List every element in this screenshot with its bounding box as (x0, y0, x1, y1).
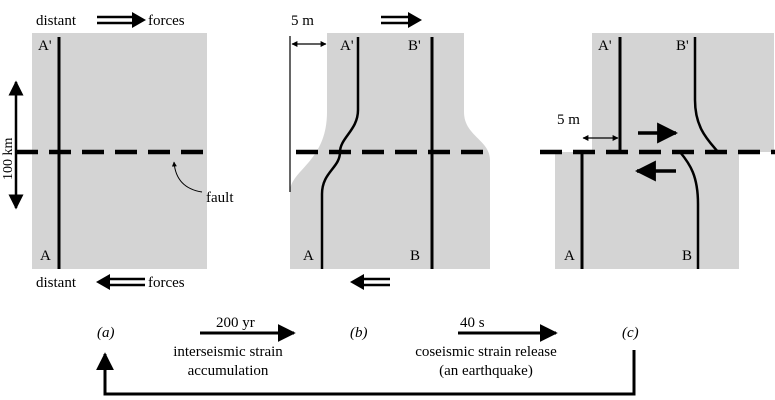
panel-c: A' B' A B 5 m (540, 33, 775, 269)
step2-time: 40 s (460, 315, 485, 331)
step2-line2: (an earthquake) (439, 363, 533, 379)
step1-time: 200 yr (216, 315, 255, 331)
step2-line1: coseismic strain release (415, 344, 557, 360)
crust-block-c-upper (592, 33, 774, 152)
label-a-prime: A' (38, 38, 52, 54)
marker-line-c-b-lower (679, 151, 700, 269)
step1-line1: interseismic strain (173, 344, 283, 360)
left-force-arrow-icon (96, 274, 145, 290)
fault-pointer-arrow-icon (171, 161, 203, 193)
panel-a: A' A distant forces distant forces 100 k… (1, 12, 234, 291)
fault-label: fault (206, 190, 234, 206)
distant-forces-top-right: forces (148, 13, 185, 29)
label-c-b: B (682, 248, 692, 264)
stage-b-label: (b) (350, 325, 368, 341)
offset-label-b: 5 m (291, 13, 314, 29)
panel-b: 5 m A' B' A B (289, 12, 492, 290)
distant-forces-bottom-left: distant (36, 275, 77, 291)
stage-c-label: (c) (622, 325, 639, 341)
scale-bar-label: 100 km (1, 138, 16, 181)
cycle-annotations: (a) (b) (c) 200 yr interseismic strain a… (96, 315, 639, 396)
label-c-a-prime: A' (598, 38, 612, 54)
step1-line2: accumulation (188, 363, 269, 379)
distant-forces-top-left: distant (36, 13, 77, 29)
offset-label-c: 5 m (557, 112, 580, 128)
cycle-return-arrow-icon (96, 350, 636, 396)
label-b-a: A (303, 248, 314, 264)
label-c-b-prime: B' (676, 38, 689, 54)
label-b-a-prime: A' (340, 38, 354, 54)
label-c-a: A (564, 248, 575, 264)
left-force-arrow-icon (350, 274, 390, 290)
crust-block-b (290, 33, 490, 269)
right-force-arrow-icon (381, 12, 422, 28)
marker-line-c-b-upper (693, 37, 719, 153)
label-b-b: B (410, 248, 420, 264)
right-force-arrow-icon (97, 12, 146, 28)
distant-forces-bottom-right: forces (148, 275, 185, 291)
stage-a-label: (a) (97, 325, 115, 341)
label-a: A (40, 248, 51, 264)
label-b-b-prime: B' (408, 38, 421, 54)
